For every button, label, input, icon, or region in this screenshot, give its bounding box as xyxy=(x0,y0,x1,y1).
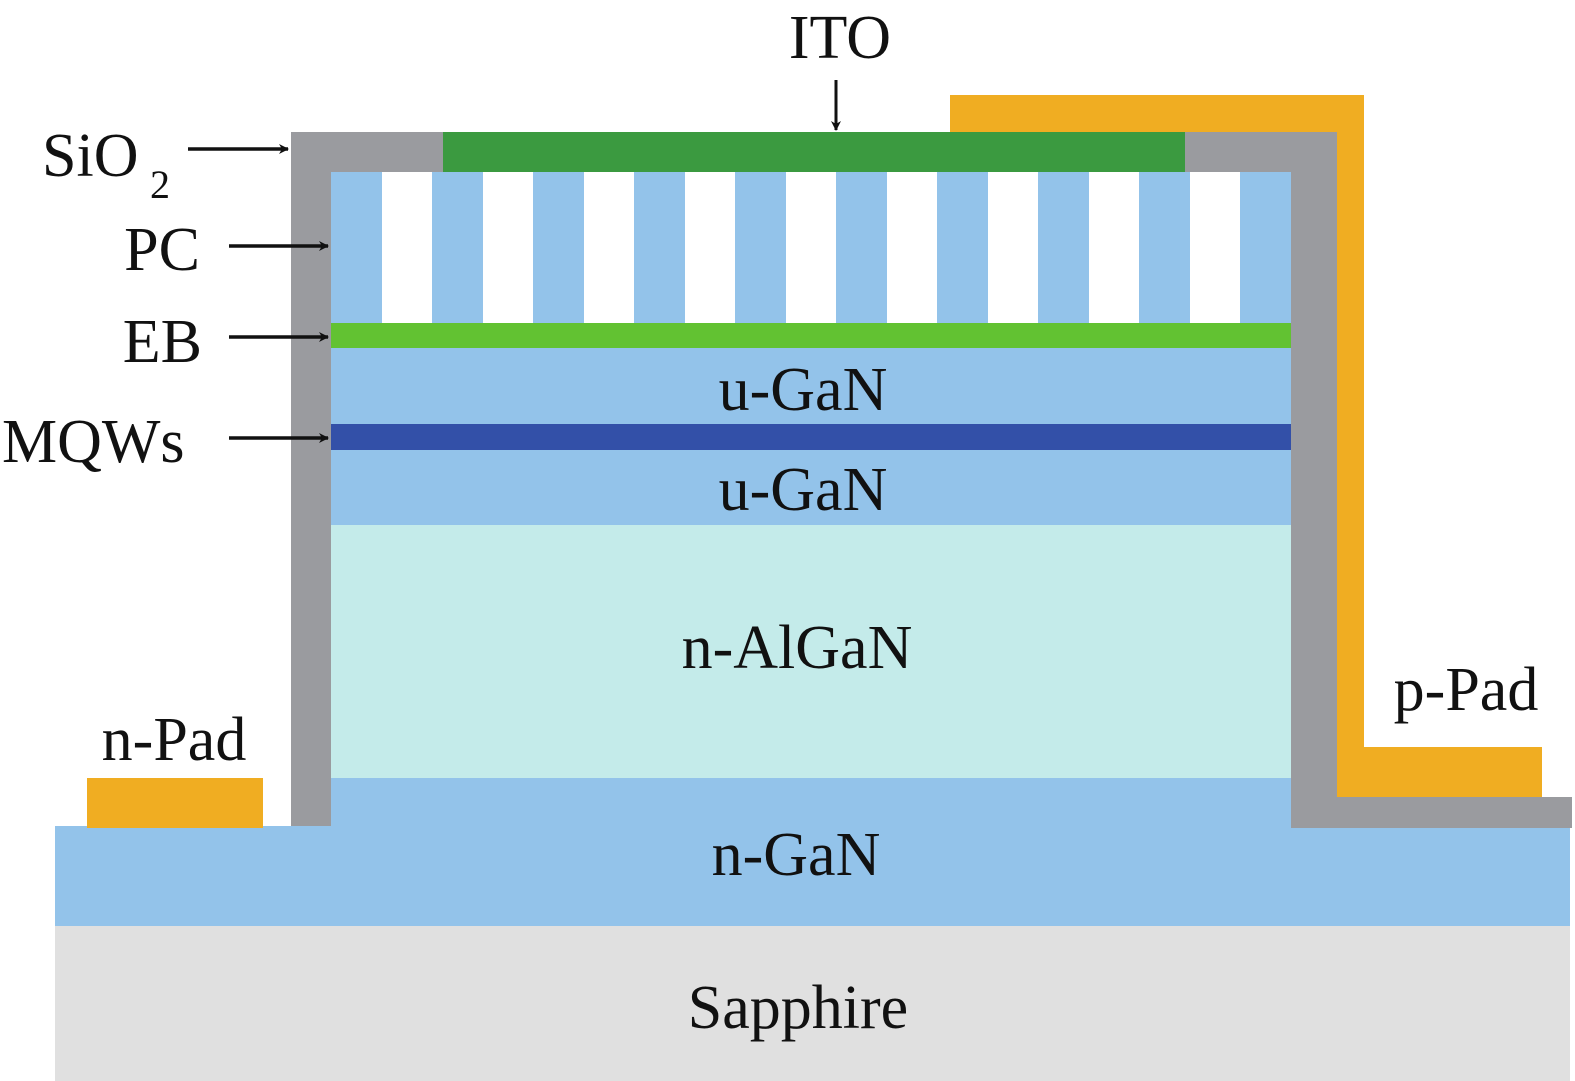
label-n-gan: n-GaN xyxy=(712,821,881,889)
u-gan-bottom-layer xyxy=(331,450,1291,525)
pc-pillar xyxy=(533,172,584,323)
label-pc: PC xyxy=(124,216,200,284)
label-u-gan-bottom: u-GaN xyxy=(719,456,888,524)
pc-pillar xyxy=(432,172,483,323)
label-u-gan-top: u-GaN xyxy=(719,356,888,424)
label-sio2-subscript: 2 xyxy=(150,162,170,207)
label-eb: EB xyxy=(123,308,202,376)
label-ito: ITO xyxy=(789,4,891,72)
mqw-layer xyxy=(331,424,1291,450)
pc-pillar xyxy=(1240,172,1291,323)
pc-pillar xyxy=(1038,172,1089,323)
pc-pillar xyxy=(836,172,887,323)
sapphire-layer xyxy=(55,925,1570,1081)
pc-pillar xyxy=(735,172,786,323)
n-algan-layer xyxy=(331,525,1291,778)
n-gan-layer xyxy=(55,826,1570,926)
label-n-pad: n-Pad xyxy=(102,706,247,774)
pc-pillar xyxy=(1139,172,1190,323)
label-mqws: MQWs xyxy=(2,408,185,476)
label-n-algan: n-AlGaN xyxy=(682,614,913,682)
pc-pillar xyxy=(937,172,988,323)
pc-pillar xyxy=(331,172,382,323)
label-p-pad: p-Pad xyxy=(1394,656,1539,724)
ito-layer xyxy=(443,132,1185,172)
n-gan-mesa xyxy=(331,778,1291,828)
pc-layer xyxy=(331,172,1291,323)
photonic-crystal-stripes xyxy=(331,172,1291,323)
label-sapphire: Sapphire xyxy=(688,974,908,1042)
eb-layer xyxy=(331,323,1291,348)
pc-pillar xyxy=(634,172,685,323)
label-sio2: SiO xyxy=(42,122,138,190)
sio2-passivation xyxy=(291,132,1572,828)
u-gan-top-layer xyxy=(331,348,1291,424)
n-pad xyxy=(87,778,263,828)
